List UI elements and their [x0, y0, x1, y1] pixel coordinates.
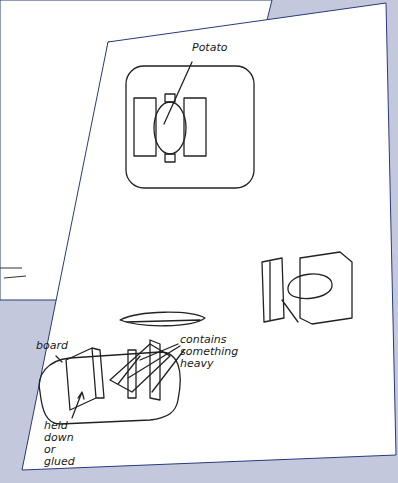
part-label: board	[36, 340, 80, 352]
board-base	[39, 352, 180, 424]
disc-part	[120, 312, 205, 326]
leader-line	[164, 62, 192, 124]
cut-off-writing	[0, 268, 26, 278]
side-plate	[128, 340, 160, 400]
upright-plate	[66, 348, 104, 410]
wheel-block	[134, 98, 156, 156]
wheel-block	[184, 98, 206, 156]
part-label: Potato	[192, 42, 252, 54]
potato-side-view	[262, 252, 352, 324]
main-paper	[22, 3, 396, 470]
note-label: held down or glued	[44, 420, 88, 468]
tab	[165, 94, 175, 102]
leader-line	[56, 356, 62, 362]
tab	[165, 154, 175, 162]
note-label: contains something heavy	[180, 334, 244, 370]
leader-arrow	[72, 392, 84, 418]
potato-frame	[126, 66, 254, 188]
leader-line	[128, 344, 184, 392]
